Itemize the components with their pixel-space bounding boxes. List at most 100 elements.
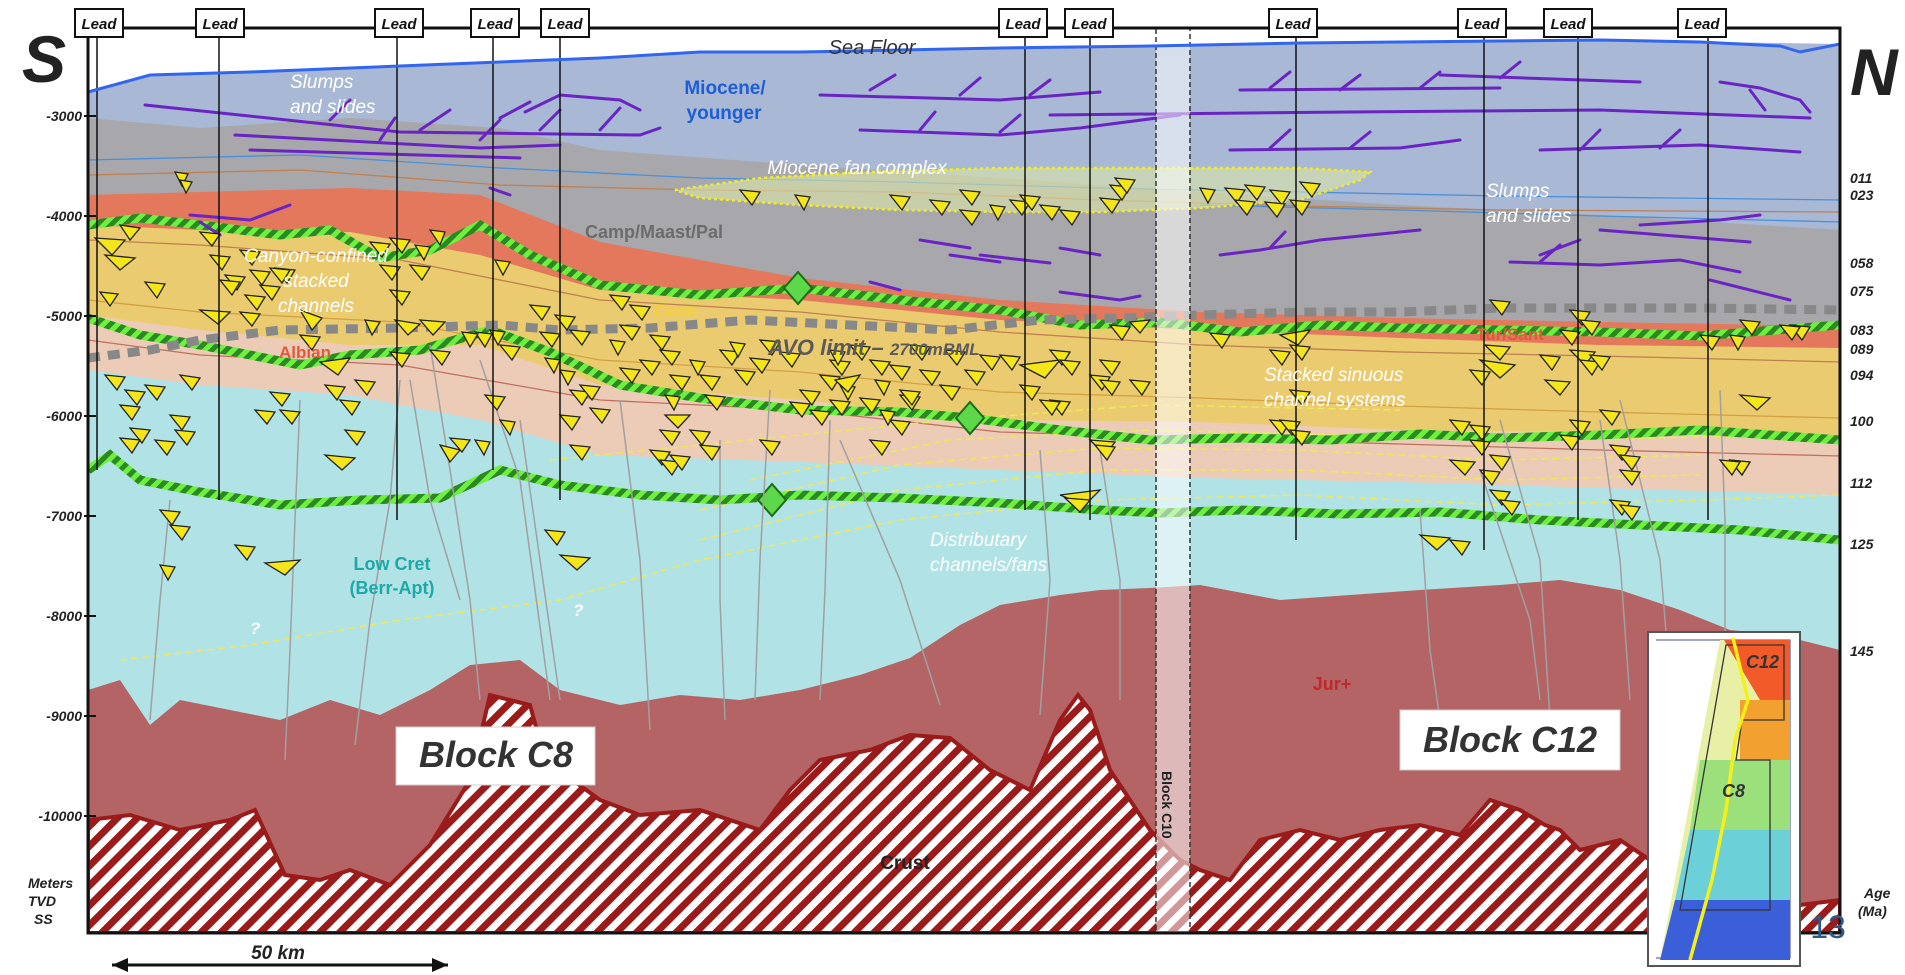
- ceno-label: Ceno: [654, 301, 697, 320]
- low-cret-label-2: (Berr-Apt): [350, 578, 435, 598]
- lead-triangles: [93, 171, 1812, 582]
- age-tick: 011: [1850, 170, 1873, 186]
- lead-box-7: Lead: [1064, 8, 1114, 38]
- lead-box-9: Lead: [1457, 8, 1507, 38]
- svg-text:SS: SS: [34, 911, 53, 927]
- miocene-label-2: younger: [687, 103, 763, 124]
- scale-bar: 50 km: [112, 943, 448, 972]
- lead-label: Lead: [1005, 16, 1041, 33]
- lead-vertical-lines: [96, 28, 1709, 550]
- inset-c8-label: C8: [1722, 781, 1745, 801]
- slumps-right-label-2: and slides: [1486, 206, 1572, 227]
- inset-location-map: C12 C8: [1647, 631, 1801, 967]
- inset-c12-label: C12: [1746, 652, 1779, 672]
- lead-label: Lead: [202, 16, 238, 33]
- lead-label: Lead: [81, 16, 117, 33]
- block-c12-label: Block C12: [1423, 719, 1597, 760]
- scale-bar-label: 50 km: [251, 943, 305, 964]
- stacked-sinuous-label-2: channel systems: [1264, 390, 1406, 411]
- direction-south: S: [22, 22, 66, 96]
- layer-labels: Sea Floor Miocene/ younger Slumps and sl…: [244, 37, 1572, 874]
- stacked-sinuous-label-1: Stacked sinuous: [1264, 365, 1404, 386]
- canyon-label-2: stacked: [283, 271, 350, 292]
- age-axis-title: Age (Ma): [1858, 885, 1891, 919]
- question-mark-1: ?: [250, 619, 261, 638]
- age-tick: 083: [1850, 322, 1874, 338]
- depth-tick: -9000: [46, 708, 82, 724]
- distributary-label-2: channels/fans: [930, 555, 1048, 576]
- lead-box-11: Lead: [1677, 8, 1727, 38]
- distributary-label-1: Distributary: [930, 530, 1028, 551]
- lead-box-5: Lead: [540, 8, 590, 38]
- lead-box-8: Lead: [1268, 8, 1318, 38]
- lead-box-1: Lead: [74, 8, 124, 38]
- lead-label: Lead: [1550, 16, 1586, 33]
- svg-text:(Ma): (Ma): [1858, 903, 1887, 919]
- camp-maast-pal-label: Camp/Maast/Pal: [585, 222, 723, 242]
- lead-label: Lead: [1684, 16, 1720, 33]
- canyon-label-3: channels: [278, 296, 355, 317]
- depth-tick: -6000: [46, 408, 82, 424]
- block-c10-strip: [1155, 28, 1191, 933]
- jurassic-label: Jur+: [1313, 674, 1352, 694]
- lead-label: Lead: [1071, 16, 1107, 33]
- direction-north: N: [1850, 35, 1899, 109]
- lead-label: Lead: [547, 16, 583, 33]
- block-c10-label: Block C10: [1159, 771, 1175, 839]
- depth-tick: -7000: [46, 508, 82, 524]
- block-c12-box: Block C12: [1399, 709, 1621, 771]
- miocene-label-1: Miocene/: [684, 78, 766, 99]
- depth-tick: -5000: [46, 308, 82, 324]
- lead-label: Lead: [1275, 16, 1311, 33]
- depth-tick: -4000: [46, 208, 82, 224]
- lead-box-2: Lead: [195, 8, 245, 38]
- age-tick: 058: [1850, 255, 1874, 271]
- block-c8-label: Block C8: [419, 734, 573, 775]
- deep-faults: [149, 344, 1726, 761]
- tur-sant-label: Tur/Sant: [1476, 325, 1544, 344]
- albian-label: Albian: [279, 343, 331, 362]
- svg-text:Meters: Meters: [28, 875, 73, 891]
- crust-label: Crust: [880, 853, 930, 874]
- canyon-label-1: Canyon-confined: [244, 246, 389, 267]
- depth-axis: -3000 -4000 -5000 -6000 -7000 -8000 -900…: [38, 108, 82, 824]
- stratigraphic-layers: [88, 28, 1840, 933]
- low-cret-label-1: Low Cret: [353, 554, 430, 574]
- lead-label: Lead: [477, 16, 513, 33]
- depth-axis-title: Meters TVD SS: [28, 875, 73, 927]
- inset-section-line: [1688, 637, 1750, 961]
- lead-box-4: Lead: [470, 8, 520, 38]
- age-tick: 100: [1850, 413, 1874, 429]
- age-tick: 075: [1850, 283, 1874, 299]
- green-diamond-markers: [756, 270, 986, 518]
- age-tick: 089: [1850, 341, 1874, 357]
- lead-box-3: Lead: [374, 8, 424, 38]
- sea-floor-label: Sea Floor: [829, 37, 917, 59]
- age-tick: 112: [1850, 475, 1873, 491]
- lead-box-6: Lead: [998, 8, 1048, 38]
- age-axis: 011 023 058 075 083 089 094 100 112 125 …: [1850, 170, 1874, 659]
- age-tick: 125: [1850, 536, 1874, 552]
- sea-floor-line: [87, 38, 1841, 94]
- slumps-left-label-1: Slumps: [290, 72, 354, 93]
- age-tick: 094: [1850, 367, 1874, 383]
- depth-tick: -8000: [46, 608, 82, 624]
- page-number: 13: [1810, 909, 1846, 945]
- depth-tick-marks: [84, 115, 96, 817]
- shallow-faults: [143, 60, 1812, 302]
- svg-text:TVD: TVD: [28, 893, 56, 909]
- svg-text:Age: Age: [1863, 885, 1891, 901]
- lead-label: Lead: [381, 16, 417, 33]
- age-tick: 023: [1850, 187, 1874, 203]
- depth-tick: -10000: [38, 808, 82, 824]
- question-mark-2: ?: [573, 601, 584, 620]
- slumps-left-label-2: and slides: [290, 97, 376, 118]
- section-frame: [86, 26, 1842, 935]
- block-c8-box: Block C8: [395, 726, 596, 786]
- lead-box-10: Lead: [1543, 8, 1593, 38]
- depth-tick: -3000: [46, 108, 82, 124]
- miocene-fan-label: Miocene fan complex: [767, 158, 948, 179]
- lead-label: Lead: [1464, 16, 1500, 33]
- miocene-fan-outline: [674, 166, 1374, 214]
